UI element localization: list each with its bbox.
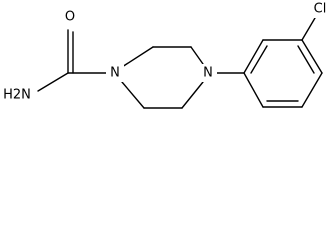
bond-cb-n2 bbox=[190, 46, 204, 65]
bond-c2-c1 bbox=[37, 72, 69, 92]
nitrogen-left-label: N bbox=[110, 66, 120, 81]
bond-ar6-ar1 bbox=[243, 72, 264, 108]
bond-aromatic-inner-2 bbox=[297, 45, 315, 74]
nitrogen-right-label: N bbox=[203, 66, 213, 81]
bond-aromatic-inner-1 bbox=[250, 45, 268, 74]
oxygen-label: O bbox=[65, 10, 75, 25]
chemical-structure: O N N H2N Cl bbox=[0, 0, 331, 109]
nitrogen-right-label-bg bbox=[199, 64, 217, 82]
bond-cd-n1 bbox=[121, 81, 145, 109]
amine-label-bg bbox=[0, 86, 34, 104]
bond-ar1-ar2 bbox=[243, 39, 264, 74]
bond-n2-cc bbox=[181, 81, 204, 109]
bond-n1-ca bbox=[121, 46, 154, 68]
amine-label: H2N bbox=[3, 88, 31, 103]
chlorine-label: Cl bbox=[314, 2, 327, 17]
bond-layer bbox=[37, 17, 323, 109]
chlorine-label-bg bbox=[309, 0, 331, 18]
bond-ar3-ar4 bbox=[301, 39, 323, 74]
bond-ar4-ar5 bbox=[301, 72, 323, 108]
atom-label-layer: O N N H2N Cl bbox=[0, 0, 331, 104]
bond-ar3-cl bbox=[301, 17, 316, 41]
oxygen-label-bg bbox=[61, 8, 79, 26]
nitrogen-left-label-bg bbox=[106, 64, 124, 82]
